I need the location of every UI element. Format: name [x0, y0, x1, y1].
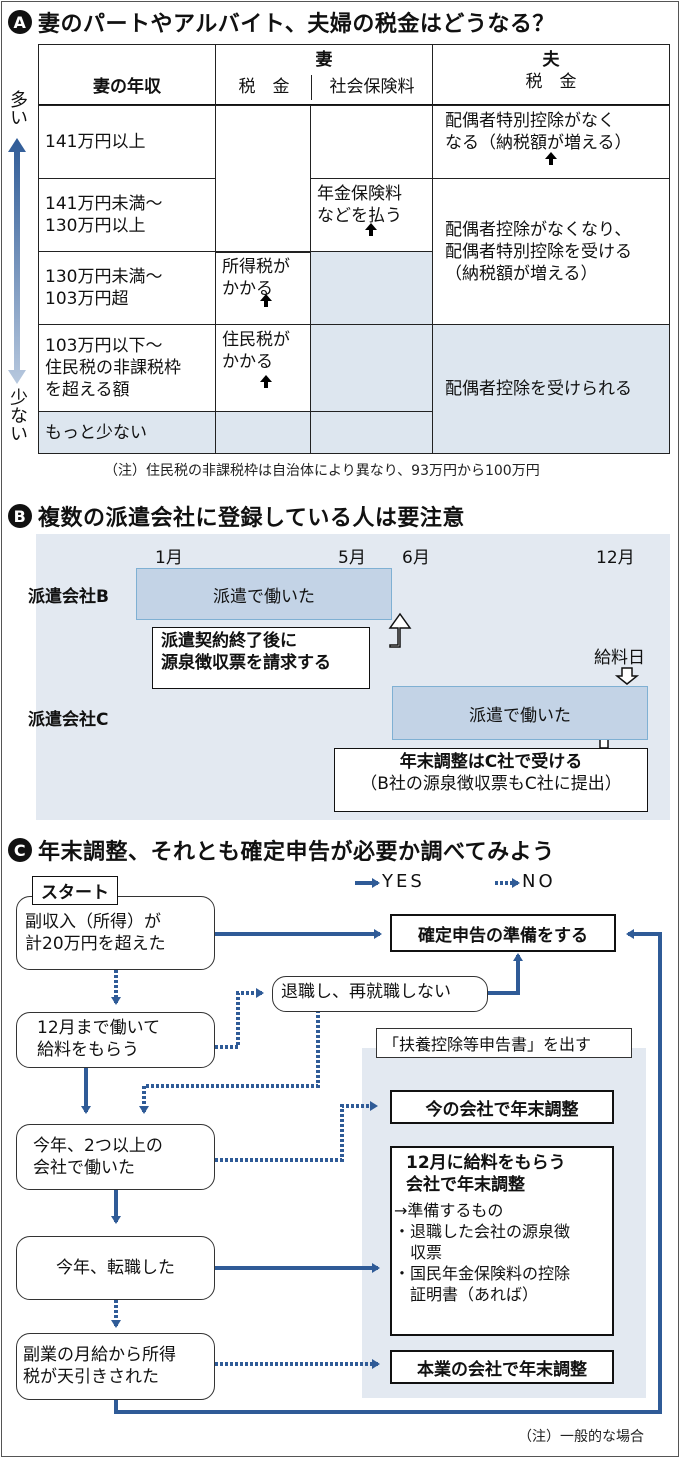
q2-no-arrow	[215, 988, 264, 1049]
section-b-title: B 複数の派遣会社に登録している人は要注意	[8, 500, 465, 532]
section-a-title-text: 妻のパートやアルバイト、夫婦の税金はどうなる？	[38, 12, 555, 37]
callout-c-line2: （B社の源泉徴収票もC社に提出）	[360, 774, 622, 794]
question-work-december: 12月まで働いて 給料をもらう	[16, 1012, 215, 1068]
result-main-job: 本業の会社で年末調整	[390, 1350, 614, 1384]
question-side-job-tax: 副業の月給から所得 税が天引きされた	[16, 1333, 215, 1400]
header-wife-tax: 税 金	[238, 77, 290, 97]
result-current-company: 今の会社で年末調整	[390, 1090, 614, 1124]
result-final-return: 確定申告の準備をする	[390, 914, 616, 952]
section-c-title: C 年末調整、それとも確定申告が必要か調べてみよう	[8, 834, 555, 866]
row-income-5: もっと少ない	[38, 411, 216, 454]
month-5: 5月	[338, 548, 366, 568]
row-income-3: 130万円未満～ 103万円超	[38, 251, 216, 325]
submit-form-label: 「扶養控除等申告書」を出す	[376, 1028, 632, 1058]
company-c-bar: 派遣で働いた	[392, 686, 648, 740]
wife-tax-empty-shaded	[215, 411, 311, 454]
income-scale-arrow	[8, 138, 26, 384]
section-a-badge: A	[8, 10, 32, 34]
header-husband: 夫	[542, 50, 560, 70]
up-arrow-icon	[545, 152, 557, 165]
header-divider	[311, 75, 312, 100]
callout-request-certificate: 派遣契約終了後に 源泉徴収票を請求する	[152, 627, 370, 689]
question-retire: 退職し、再就職しない	[272, 976, 488, 1012]
company-b-bar: 派遣で働いた	[136, 568, 392, 620]
month-6: 6月	[402, 548, 430, 568]
q5-yes-arrow	[114, 929, 662, 1414]
husband-row1-text: 配偶者特別控除がなく なる（納税額が増える）	[445, 111, 632, 153]
husband-row1-cell: 配偶者特別控除がなく なる（納税額が増える）	[432, 105, 670, 179]
q3-no-arrow	[215, 1101, 378, 1162]
callout-c-line1: 年末調整はC社で受ける	[399, 752, 583, 772]
company-c-label: 派遣会社C	[28, 710, 109, 730]
section-a-title: A 妻のパートやアルバイト、夫婦の税金はどうなる？	[8, 6, 555, 38]
company-b-label: 派遣会社B	[28, 587, 109, 607]
section-b-badge: B	[8, 504, 32, 528]
wife-social-shaded-4	[310, 324, 433, 412]
section-c-title-text: 年末調整、それとも確定申告が必要か調べてみよう	[38, 840, 555, 865]
husband-row23-text: 配偶者控除がなくなり、 配偶者特別控除を受ける （納税額が増える）	[432, 178, 670, 325]
section-a-note: （注）住民税の非課税枠は自治体により異なり、93万円から100万円	[104, 463, 540, 479]
wife-social-shaded-5	[310, 411, 433, 454]
header-wife: 妻	[315, 50, 333, 70]
wife-resident-tax-text: 住民税が かかる	[222, 330, 290, 372]
question-side-income: 副収入（所得）が 計20万円を超えた	[16, 896, 215, 970]
payday-label: 給料日	[594, 648, 645, 668]
retire-yes-arrow	[487, 953, 523, 995]
header-husband-tax: 税 金	[525, 72, 577, 92]
section-c-note: （注）一般的な場合	[518, 1429, 644, 1445]
row-income-4: 103万円以下～ 住民税の非課税枠 を超える額	[38, 324, 216, 412]
wife-pension-text: 年金保険料 などを払う	[317, 184, 402, 226]
month-12: 12月	[596, 548, 635, 568]
question-multiple-companies: 今年、2つ以上の 会社で働いた	[16, 1124, 215, 1190]
retire-no-arrow	[139, 1010, 320, 1114]
header-income: 妻の年収	[93, 77, 161, 97]
month-1: 1月	[155, 548, 183, 568]
section-b-title-text: 複数の派遣会社に登録している人は要注意	[38, 506, 465, 531]
up-arrow-icon	[260, 375, 272, 388]
up-arrow-icon	[260, 294, 272, 307]
start-label: スタート	[32, 876, 118, 905]
axis-bottom-label: 少ない	[7, 388, 28, 442]
section-c-badge: C	[8, 838, 32, 862]
axis-top-label: 多い	[7, 90, 28, 126]
callout-year-end-adjustment: 年末調整はC社で受ける （B社の源泉徴収票もC社に提出）	[334, 748, 648, 812]
wife-social-shaded-3	[310, 251, 433, 325]
result-december-title: 12月に給料をもらう 会社で年末調整	[406, 1153, 566, 1195]
up-arrow-icon	[365, 223, 377, 236]
result-december-company: 12月に給料をもらう 会社で年末調整 →準備するもの ・退職した会社の源泉徴 収…	[390, 1146, 614, 1336]
result-december-items: →準備するもの ・退職した会社の源泉徴 収票 ・国民年金保険料の控除 証明書（あ…	[394, 1201, 571, 1304]
legend-no: NO	[522, 871, 556, 892]
header-wife-social: 社会保険料	[329, 77, 415, 97]
legend-yes: YES	[382, 871, 425, 892]
husband-row45-text: 配偶者控除を受けられる	[432, 324, 670, 454]
question-changed-job: 今年、転職した	[16, 1236, 215, 1300]
